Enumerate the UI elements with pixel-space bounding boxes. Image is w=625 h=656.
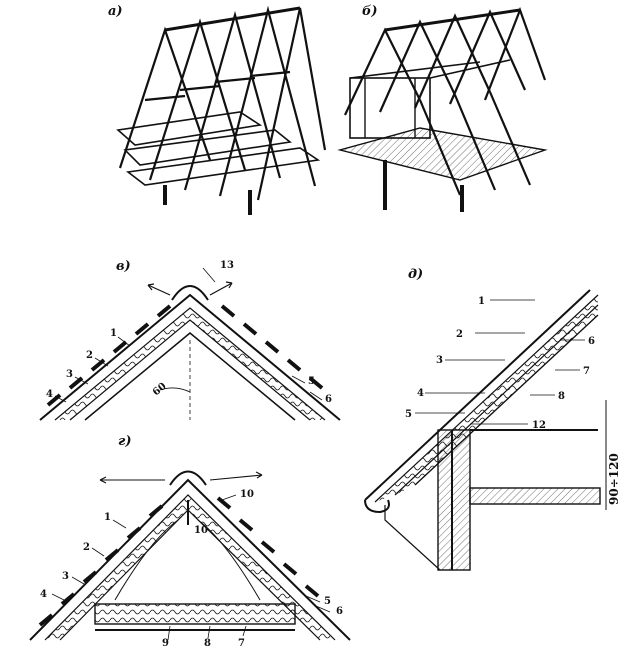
panel-v-callout: 4 — [46, 389, 53, 400]
panel-v-callout: 13 — [220, 260, 234, 271]
panel-d-callout: 7 — [583, 366, 590, 377]
panel-g-callout: 4 — [40, 589, 47, 600]
panel-d-callout: 8 — [558, 391, 565, 402]
panel-b-attic-frame — [337, 6, 548, 212]
panel-g-callout: 6 — [336, 606, 343, 617]
panel-d-dimension: 90÷120 — [607, 453, 621, 505]
panel-d-callout: 4 — [417, 388, 424, 399]
panel-g-callout: 2 — [83, 542, 90, 553]
panel-a-rafter-frame — [116, 5, 327, 215]
panel-g-attic-section — [29, 470, 351, 641]
panel-g-callout: 8 — [204, 638, 211, 649]
panel-v-callout: 1 — [110, 328, 117, 339]
panel-v-callout: 2 — [86, 350, 93, 361]
panel-d-callout: 2 — [456, 329, 463, 340]
panel-a-label: а) — [108, 4, 123, 19]
panel-g-callout: 3 — [62, 571, 69, 582]
panel-g-label: г) — [118, 434, 131, 449]
panel-d-callout: 5 — [405, 409, 412, 420]
panel-g-callout: 5 — [324, 596, 331, 607]
panel-d-callout: 6 — [588, 336, 595, 347]
panel-d-callout: 3 — [436, 355, 443, 366]
panel-d-label: д) — [408, 267, 423, 282]
panel-d-callout: 1 — [478, 296, 485, 307]
panel-b-label: б) — [362, 4, 378, 19]
panel-g-callout: 10 — [240, 489, 254, 500]
panel-g-callout: 10 — [194, 525, 208, 536]
panel-g-callout: 9 — [162, 638, 169, 649]
panel-v-callout: 3 — [66, 369, 73, 380]
panel-g-callout: 1 — [104, 512, 111, 523]
panel-g-callout: 7 — [238, 638, 245, 649]
panel-d-callout: 12 — [532, 420, 546, 431]
panel-d-eave-section — [364, 289, 607, 571]
panel-v-angle: 60 — [151, 381, 169, 398]
panel-v-callout: 5 — [308, 376, 315, 387]
panel-v-callout: 6 — [325, 394, 332, 405]
panel-v-ridge-section — [39, 267, 341, 421]
panel-v-label: в) — [116, 259, 131, 274]
